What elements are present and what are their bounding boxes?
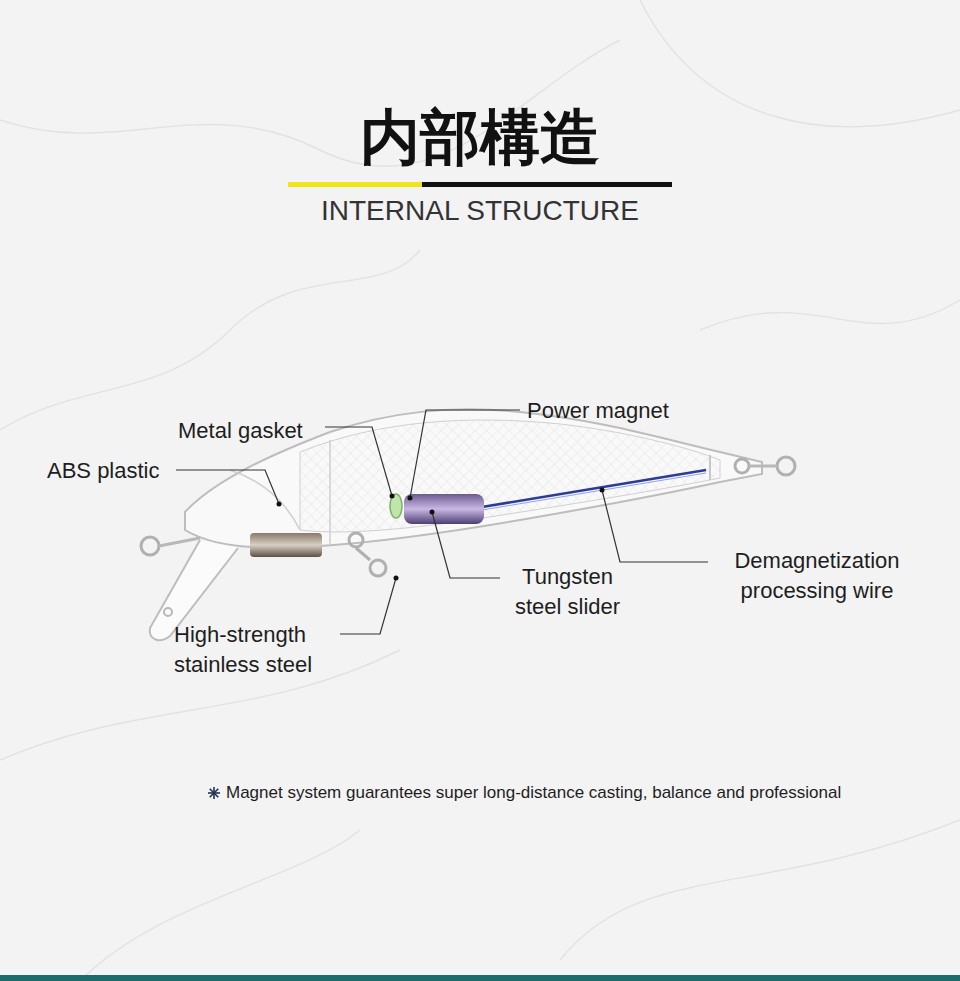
part-label: Metal gasket xyxy=(178,416,303,446)
part-label: Power magnet xyxy=(527,396,669,426)
title: 内部構造 xyxy=(0,100,960,176)
lure-body xyxy=(141,409,795,640)
leader-line xyxy=(176,410,708,634)
caption-bullet xyxy=(208,787,220,799)
part-label: ABS plastic xyxy=(47,456,160,486)
caption: Magnet system guarantees super long-dist… xyxy=(226,781,841,805)
part-label: Demagnetization processing wire xyxy=(712,546,922,606)
title-underline xyxy=(288,182,422,187)
footer-band xyxy=(0,975,960,981)
part-label: High-strength stainless steel xyxy=(174,620,346,680)
part-label: Tungsten steel slider xyxy=(500,562,635,622)
title-underline xyxy=(422,182,672,187)
subtitle: INTERNAL STRUCTURE xyxy=(321,193,639,229)
